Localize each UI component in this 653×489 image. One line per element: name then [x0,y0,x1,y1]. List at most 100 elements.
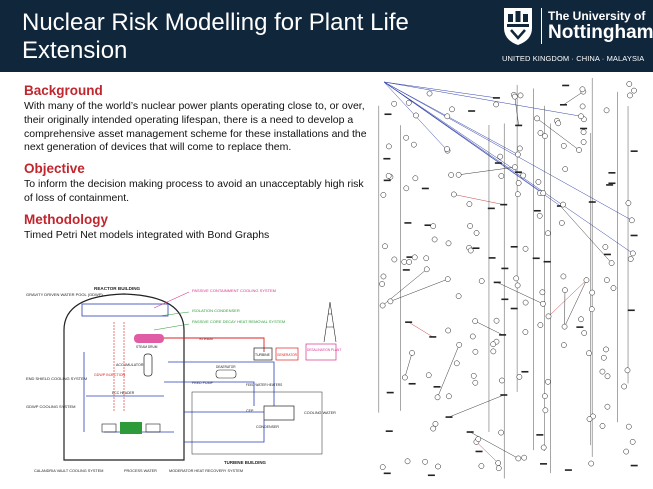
petri-place [449,106,455,113]
petri-place [625,200,632,206]
petri-transition [608,182,616,185]
petri-transition [562,84,570,87]
petri-place [472,379,479,386]
section-objective: Objective To inform the decision making … [24,160,374,206]
petri-place [621,383,628,390]
petri-place [445,327,452,334]
petri-place [603,107,610,114]
petri-place [579,86,586,93]
petri-place [455,293,462,300]
petri-arc [470,431,519,459]
petri-arc [560,205,612,264]
logo-text-line2: Nottingham [548,22,653,43]
petri-arc-blue [383,81,518,155]
petri-place [542,393,548,399]
petri-place [403,185,410,192]
petri-place [588,460,595,467]
petri-arc [458,166,515,176]
label-turbine-building: TURBINE BUILDING [224,460,267,465]
petri-place [517,92,524,99]
petri-place [535,179,542,185]
petri-place [540,444,547,451]
petri-transition [501,267,509,270]
petri-transition [408,382,416,385]
petri-transition [500,394,508,396]
petri-transition [499,334,507,336]
petri-place [410,141,417,148]
petri-arc [536,118,580,151]
logo-campuses: UNITED KINGDOM · CHINA · MALAYSIA [502,54,645,63]
petri-transition [588,201,596,203]
petri-place [513,275,520,282]
petri-transition [445,416,453,418]
petri-place [627,92,633,99]
petri-arc [453,194,504,205]
petri-place [545,313,552,320]
petri-transition [421,187,429,190]
petri-place [514,151,521,158]
label-cep: CEP [246,409,254,413]
petri-place [560,142,567,149]
label-cooling-water: COOLING WATER [304,411,336,415]
petri-place [626,81,633,87]
petri-transition [514,171,522,173]
petri-transition [487,207,495,210]
petri-transition [536,434,544,436]
petri-place [576,147,582,153]
petri-place [382,243,388,250]
petri-place [631,87,637,94]
petri-place [588,306,595,313]
label-process-water: PROCESS WATER [124,469,157,473]
petri-arc [514,96,519,126]
petri-transition [475,450,483,453]
petri-place [599,423,606,429]
label-gdwp-cooling: GDWP COOLING SYSTEM [26,404,76,409]
petri-place [478,278,485,284]
petri-transition [386,391,394,394]
petri-place [434,394,441,401]
petri-place [516,145,523,152]
petri-net-diagram [378,77,638,479]
petri-place [561,323,568,330]
petri-place [610,285,617,291]
petri-transition [404,222,412,224]
petri-place [599,368,606,375]
petri-place [578,316,584,323]
petri-arc-blue [383,81,561,207]
petri-place [536,212,543,219]
petri-place [578,113,584,120]
petri-transition [427,474,435,477]
petri-place [425,372,432,379]
petri-place [411,254,418,261]
petri-transition [472,247,480,249]
petri-place [450,191,457,198]
petri-place [542,133,548,139]
reactor-building-outline [63,293,185,461]
label-moderator: MODERATOR HEAT RECOVERY SYSTEM [169,469,243,473]
petri-place [391,100,397,107]
label-gdwp: GRAVITY DRIVEN WATER POOL (GDWP) [26,292,103,297]
petri-place [467,223,473,229]
petri-transition [559,103,567,106]
section-heading: Background [24,83,103,98]
petri-place [604,277,610,283]
petri-place [405,99,412,106]
university-crest-icon [504,8,532,45]
petri-place [387,298,394,305]
petri-place [562,166,569,172]
petri-place [435,463,441,470]
petri-place [422,458,428,465]
label-calandria: CALANDRIA VAULT COOLING SYSTEM [34,469,103,473]
petri-transition [466,431,474,433]
label-ecc-header: ECC HEADER [112,391,135,395]
petri-place [522,245,529,252]
page-title: Nuclear Risk Modelling for Plant Life Ex… [22,9,409,64]
section-body: With many of the world’s nuclear power p… [24,100,367,154]
petri-place [475,436,482,442]
petri-arc [476,441,499,464]
petri-place [446,393,452,400]
label-generator: GENERATOR [277,353,298,357]
header-banner: Nuclear Risk Modelling for Plant Life Ex… [0,0,653,72]
petri-place [379,281,385,287]
petri-place [401,259,408,265]
